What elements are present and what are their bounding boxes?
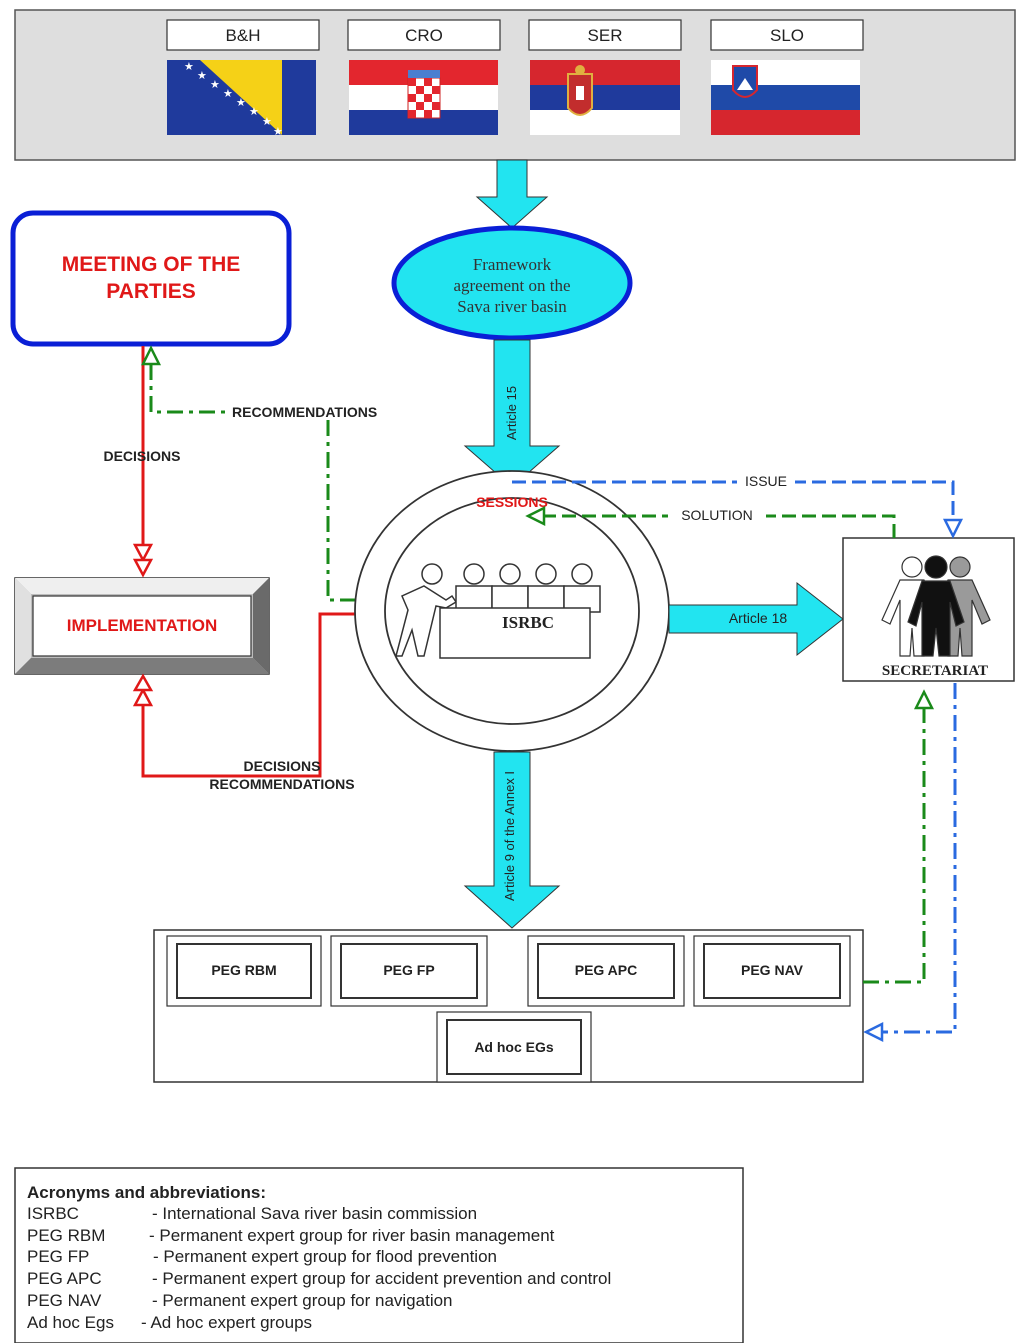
secretariat-label: SECRETARIAT	[882, 663, 988, 679]
arrow-article-9: Article 9 of the Annex I	[463, 751, 561, 929]
country-label: B&H	[226, 26, 261, 45]
svg-text:★: ★	[223, 88, 233, 100]
framework-agreement: Framework agreement on the Sava river ba…	[391, 225, 633, 341]
meeting-line-2: PARTIES	[106, 280, 195, 303]
legend-abbr: ISRBC	[27, 1204, 79, 1223]
commission-people-icon	[395, 563, 601, 659]
groups-to-secretariat-flow	[863, 689, 935, 984]
decisions-label-2: DECISIONS	[243, 758, 320, 774]
cro-flag-icon	[349, 60, 498, 135]
article-18-label: Article 18	[729, 610, 788, 626]
legend-abbr: PEG APC	[27, 1269, 102, 1288]
legend-desc: - Permanent expert group for river basin…	[149, 1226, 555, 1245]
article-9-label: Article 9 of the Annex I	[502, 771, 517, 901]
countries-panel: B&H ★ ★ ★ ★ ★ ★ ★ ★ CRO	[14, 9, 1016, 161]
country-bih: B&H ★ ★ ★ ★ ★ ★ ★ ★	[166, 19, 320, 138]
group-label: Ad hoc EGs	[474, 1039, 554, 1055]
legend-desc: - Permanent expert group for flood preve…	[153, 1247, 497, 1266]
group-peg-nav: PEG NAV	[693, 935, 851, 1007]
country-label: SLO	[770, 26, 804, 45]
group-peg-fp: PEG FP	[330, 935, 488, 1007]
group-label: PEG NAV	[741, 962, 804, 978]
legend-desc: - Permanent expert group for navigation	[152, 1291, 453, 1310]
recommendations-label-2: RECOMMENDATIONS	[209, 776, 354, 792]
legend-desc: - International Sava river basin commiss…	[152, 1204, 477, 1223]
svg-text:★: ★	[184, 61, 194, 73]
decisions-flow	[132, 346, 355, 778]
isrbc-label: ISRBC	[502, 613, 554, 632]
legend-abbr: PEG NAV	[27, 1291, 102, 1310]
group-peg-rbm: PEG RBM	[166, 935, 322, 1007]
group-ad-hoc: Ad hoc EGs	[436, 1011, 592, 1083]
legend-abbr: PEG FP	[27, 1247, 89, 1266]
svg-text:★: ★	[210, 79, 220, 91]
svg-text:★: ★	[197, 70, 207, 82]
sessions-label: SESSIONS	[476, 494, 548, 510]
recommendations-flow	[149, 364, 356, 602]
framework-line-1: Framework	[473, 255, 552, 274]
implementation-label: IMPLEMENTATION	[67, 616, 217, 635]
group-label: PEG FP	[383, 962, 434, 978]
framework-line-2: agreement on the	[453, 276, 570, 295]
svg-text:★: ★	[249, 106, 259, 118]
expert-groups: PEG RBM PEG FP PEG APC PEG NAV Ad hoc EG…	[153, 929, 864, 1083]
legend-desc: - Permanent expert group for accident pr…	[152, 1269, 611, 1288]
legend-desc: - Ad hoc expert groups	[141, 1313, 312, 1332]
meeting-line-1: MEETING OF THE	[62, 253, 241, 276]
group-label: PEG RBM	[211, 962, 276, 978]
decisions-label: DECISIONS	[103, 448, 180, 464]
svg-text:★: ★	[273, 126, 283, 138]
solution-flow	[525, 505, 896, 538]
country-label: CRO	[405, 26, 443, 45]
arrow-panel-to-framework	[475, 159, 549, 229]
group-peg-apc: PEG APC	[527, 935, 685, 1007]
group-label: PEG APC	[575, 962, 638, 978]
solution-label: SOLUTION	[681, 507, 753, 523]
secretariat-people-icon	[881, 555, 991, 657]
country-ser: SER	[528, 19, 682, 135]
arrow-article-15: Article 15	[463, 339, 561, 488]
legend-title: Acronyms and abbreviations:	[27, 1183, 266, 1202]
svg-text:★: ★	[236, 97, 246, 109]
svg-text:★: ★	[262, 116, 272, 128]
country-slo: SLO	[710, 19, 864, 135]
legend-abbr: PEG RBM	[27, 1226, 105, 1245]
ser-flag-icon	[530, 60, 680, 135]
issue-flow	[512, 480, 964, 539]
arrow-article-18: Article 18	[668, 581, 844, 657]
legend-abbr: Ad hoc Egs	[27, 1313, 114, 1332]
slo-flag-icon	[711, 60, 860, 135]
bih-flag-icon: ★ ★ ★ ★ ★ ★ ★ ★	[167, 60, 316, 138]
issue-label: ISSUE	[745, 473, 787, 489]
implementation: IMPLEMENTATION	[14, 577, 270, 675]
secretariat: SECRETARIAT	[842, 537, 1015, 682]
country-label: SER	[588, 26, 623, 45]
legend: Acronyms and abbreviations: ISRBC - Inte…	[14, 1167, 744, 1343]
article-15-label: Article 15	[504, 386, 519, 440]
recommendations-label: RECOMMENDATIONS	[232, 404, 377, 420]
secretariat-to-groups-flow	[863, 683, 957, 1043]
framework-line-3: Sava river basin	[457, 297, 567, 316]
meeting-of-parties: MEETING OF THE PARTIES	[10, 210, 292, 347]
country-cro: CRO	[347, 19, 501, 135]
isrbc-commission: SESSIONS ISRBC	[354, 470, 670, 752]
